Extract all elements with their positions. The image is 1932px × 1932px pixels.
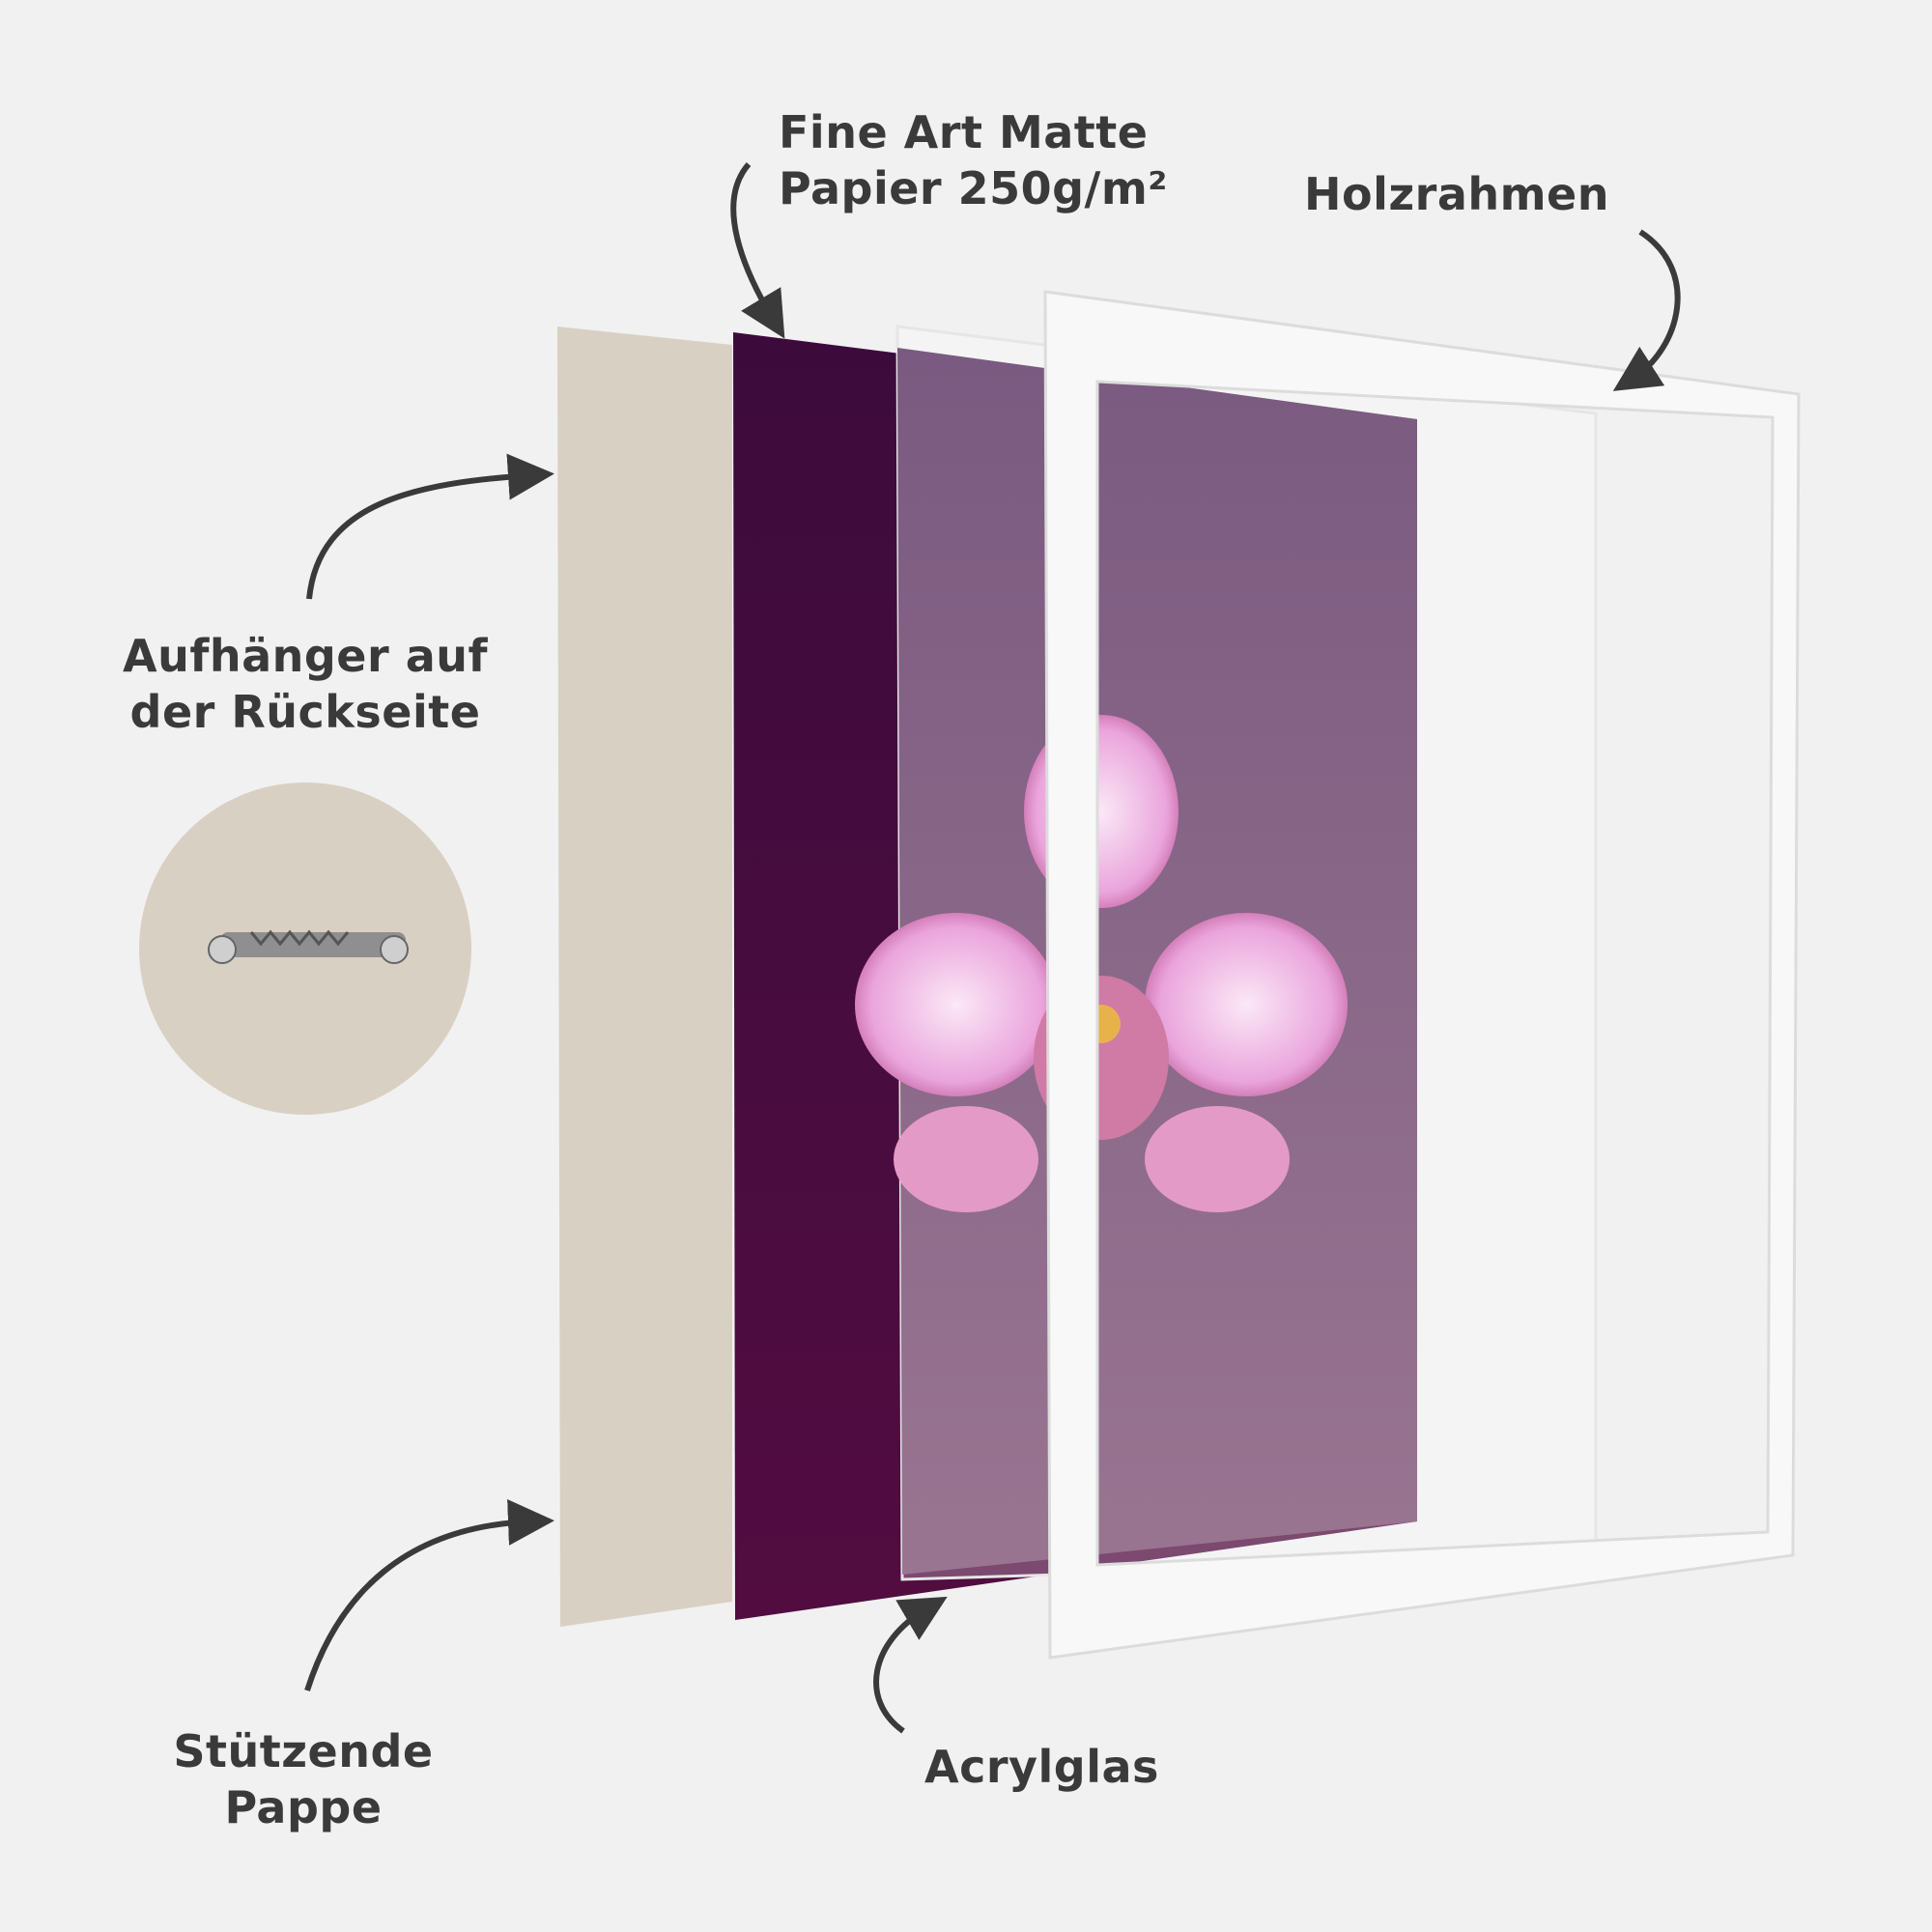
label-paper-line2: Papier 250g/m² (779, 162, 1168, 214)
arrow-backing (304, 1498, 554, 1691)
arrow-frame (1612, 229, 1681, 391)
arrow-acrylic (873, 1596, 948, 1734)
label-backing: Stützende Pappe (62, 1723, 545, 1835)
label-hanger-line2: der Rückseite (129, 686, 481, 738)
label-backing-line1: Stützende (173, 1725, 434, 1777)
label-paper-line1: Fine Art Matte (779, 106, 1149, 158)
orchid-image (855, 715, 1348, 1212)
arrow-hanger (306, 453, 554, 600)
label-hanger: Aufhänger auf der Rückseite (64, 628, 547, 740)
label-frame: Holzrahmen (1304, 168, 1609, 220)
label-acrylic: Acrylglas (924, 1741, 1159, 1793)
backing-cardboard (557, 327, 732, 1627)
label-backing-line2: Pappe (224, 1781, 383, 1833)
label-paper: Fine Art Matte Papier 250g/m² (779, 104, 1168, 216)
wooden-frame (1043, 290, 1801, 1660)
arrow-paper (730, 162, 785, 339)
hanger-detail (139, 782, 471, 1115)
label-hanger-line1: Aufhänger auf (122, 630, 489, 682)
